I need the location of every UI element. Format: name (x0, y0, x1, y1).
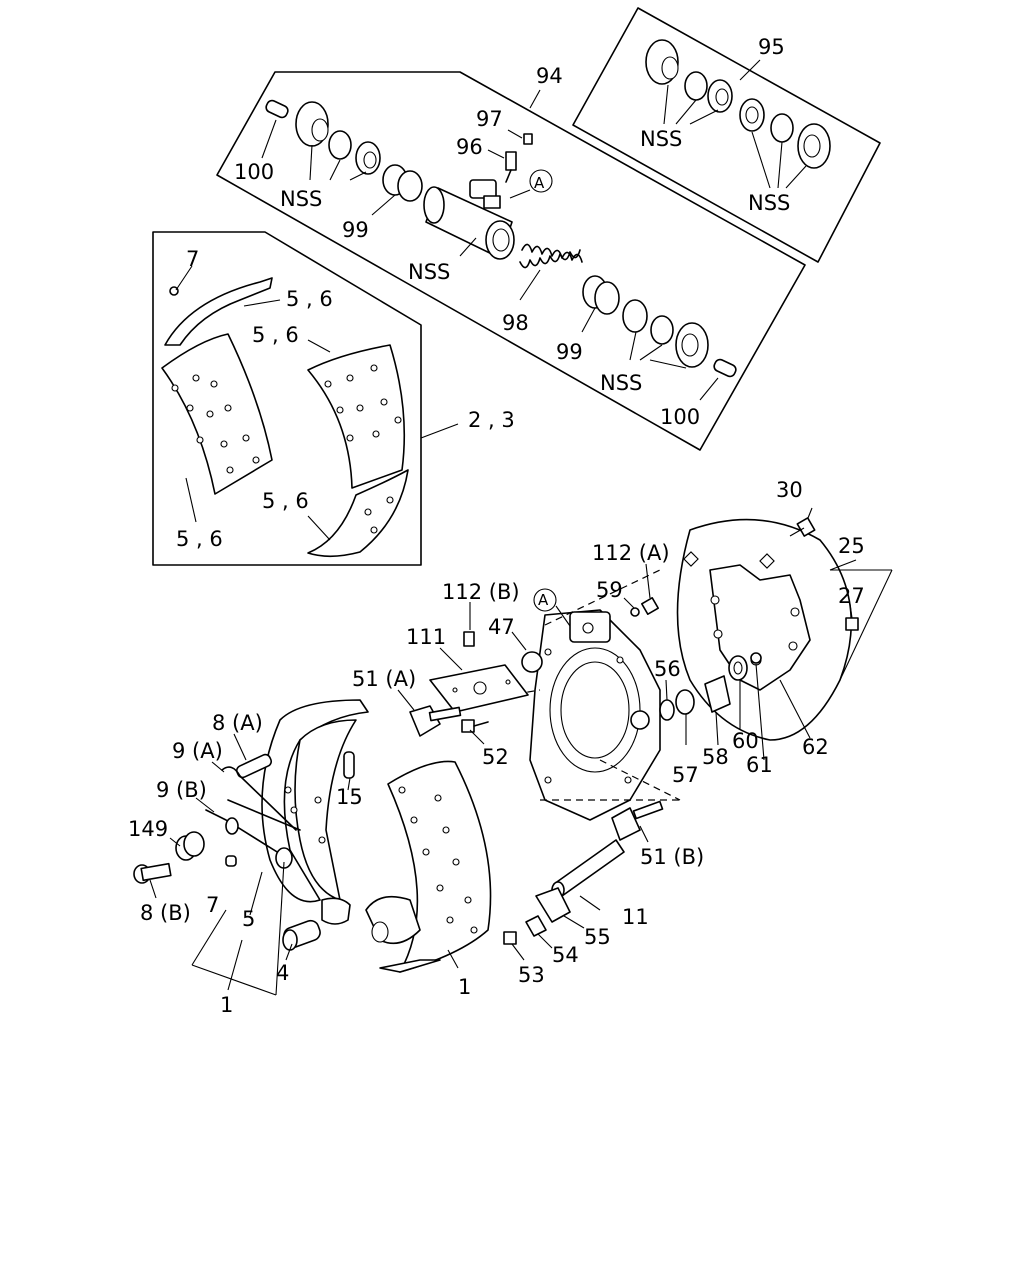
label-5-6-a: 5 , 6 (286, 287, 333, 311)
lever-51a (397, 689, 462, 737)
label-56: 56 (654, 657, 681, 681)
label-11: 11 (622, 905, 649, 929)
cylinder-body (423, 179, 515, 260)
brake-shoe-right (365, 760, 492, 973)
label-99-top: 99 (342, 218, 369, 242)
label-9-a: 9 (A) (172, 739, 223, 763)
spring-9a (211, 761, 301, 831)
label-62: 62 (802, 735, 829, 759)
label-7-bottom: 7 (206, 893, 219, 917)
bleeder-pin-right (713, 358, 737, 378)
label-100-top: 100 (234, 160, 274, 184)
label-97: 97 (476, 107, 503, 131)
dust-boot-right (622, 299, 709, 368)
cup-kit-group (572, 7, 881, 263)
bolt-52 (461, 719, 489, 745)
label-59: 59 (596, 578, 623, 602)
lever-51b (611, 800, 664, 843)
plate-55 (535, 887, 585, 929)
lining-left (161, 277, 273, 495)
pin-15 (343, 751, 355, 791)
label-circle-a-top: A (534, 174, 545, 192)
label-circle-a-mid: A (538, 591, 549, 609)
label-nss-1: NSS (280, 187, 322, 211)
label-60: 60 (732, 729, 759, 753)
callout-labels: 94 95 97 96 A NSS NSS NSS NSS NSS 100 99… (128, 35, 865, 1017)
lining-right (307, 344, 409, 558)
label-15: 15 (336, 785, 363, 809)
label-2-3: 2 , 3 (468, 408, 515, 432)
label-61: 61 (746, 753, 773, 777)
label-nss-2: NSS (640, 127, 682, 151)
label-53: 53 (518, 963, 545, 987)
label-99-bottom: 99 (556, 340, 583, 364)
label-5-6-d: 5 , 6 (176, 527, 223, 551)
label-8-a: 8 (A) (212, 711, 263, 735)
label-nss-5: NSS (600, 371, 642, 395)
label-52: 52 (482, 745, 509, 769)
label-96: 96 (456, 135, 483, 159)
bleeder-cap-97 (523, 133, 533, 145)
piston-right (582, 275, 620, 315)
label-51-a: 51 (A) (352, 667, 416, 691)
label-149: 149 (128, 817, 168, 841)
spring-98 (519, 243, 583, 269)
label-25: 25 (838, 534, 865, 558)
label-1-right: 1 (458, 975, 471, 999)
brake-shoe-left (261, 699, 369, 951)
label-57: 57 (672, 763, 699, 787)
label-4: 4 (276, 961, 289, 985)
bushing-149 (169, 831, 205, 861)
label-111: 111 (406, 625, 446, 649)
label-8-b: 8 (B) (140, 901, 191, 925)
label-9-b: 9 (B) (156, 778, 207, 802)
label-nss-4: NSS (408, 260, 450, 284)
label-30: 30 (776, 478, 803, 502)
bracket-1 (191, 861, 293, 996)
pin-8b (133, 862, 172, 899)
plate-54 (525, 915, 553, 949)
piston-left (382, 164, 423, 202)
label-5-6-c: 5 , 6 (262, 489, 309, 513)
label-58: 58 (702, 745, 729, 769)
bleeder-screw-96 (505, 151, 517, 183)
cover-plate-111 (429, 631, 529, 713)
label-5-6-b: 5 , 6 (252, 323, 299, 347)
label-54: 54 (552, 943, 579, 967)
label-1-left: 1 (220, 993, 233, 1017)
label-100-bottom: 100 (660, 405, 700, 429)
label-7-top: 7 (186, 247, 199, 271)
spring-9b (195, 797, 293, 869)
label-51-b: 51 (B) (640, 845, 704, 869)
pin-7 (225, 855, 237, 867)
label-98: 98 (502, 311, 529, 335)
camshaft-small-parts (623, 563, 811, 761)
label-95: 95 (758, 35, 785, 59)
bolt-112b (439, 602, 527, 671)
spider-plate (479, 569, 681, 821)
circle-a-mid-ring (533, 588, 557, 612)
label-55: 55 (584, 925, 611, 949)
bolt-53 (503, 931, 525, 961)
dust-boot-left (295, 101, 381, 175)
label-27: 27 (838, 584, 865, 608)
label-94: 94 (536, 64, 563, 88)
label-47: 47 (488, 615, 515, 639)
label-nss-3: NSS (748, 191, 790, 215)
label-112-b: 112 (B) (442, 580, 520, 604)
bleeder-pin-left (265, 99, 289, 119)
wheel-cylinder-kit-group (216, 71, 806, 451)
lining-kit-group (152, 231, 459, 566)
label-5: 5 (242, 907, 255, 931)
label-112-a: 112 (A) (592, 541, 670, 565)
